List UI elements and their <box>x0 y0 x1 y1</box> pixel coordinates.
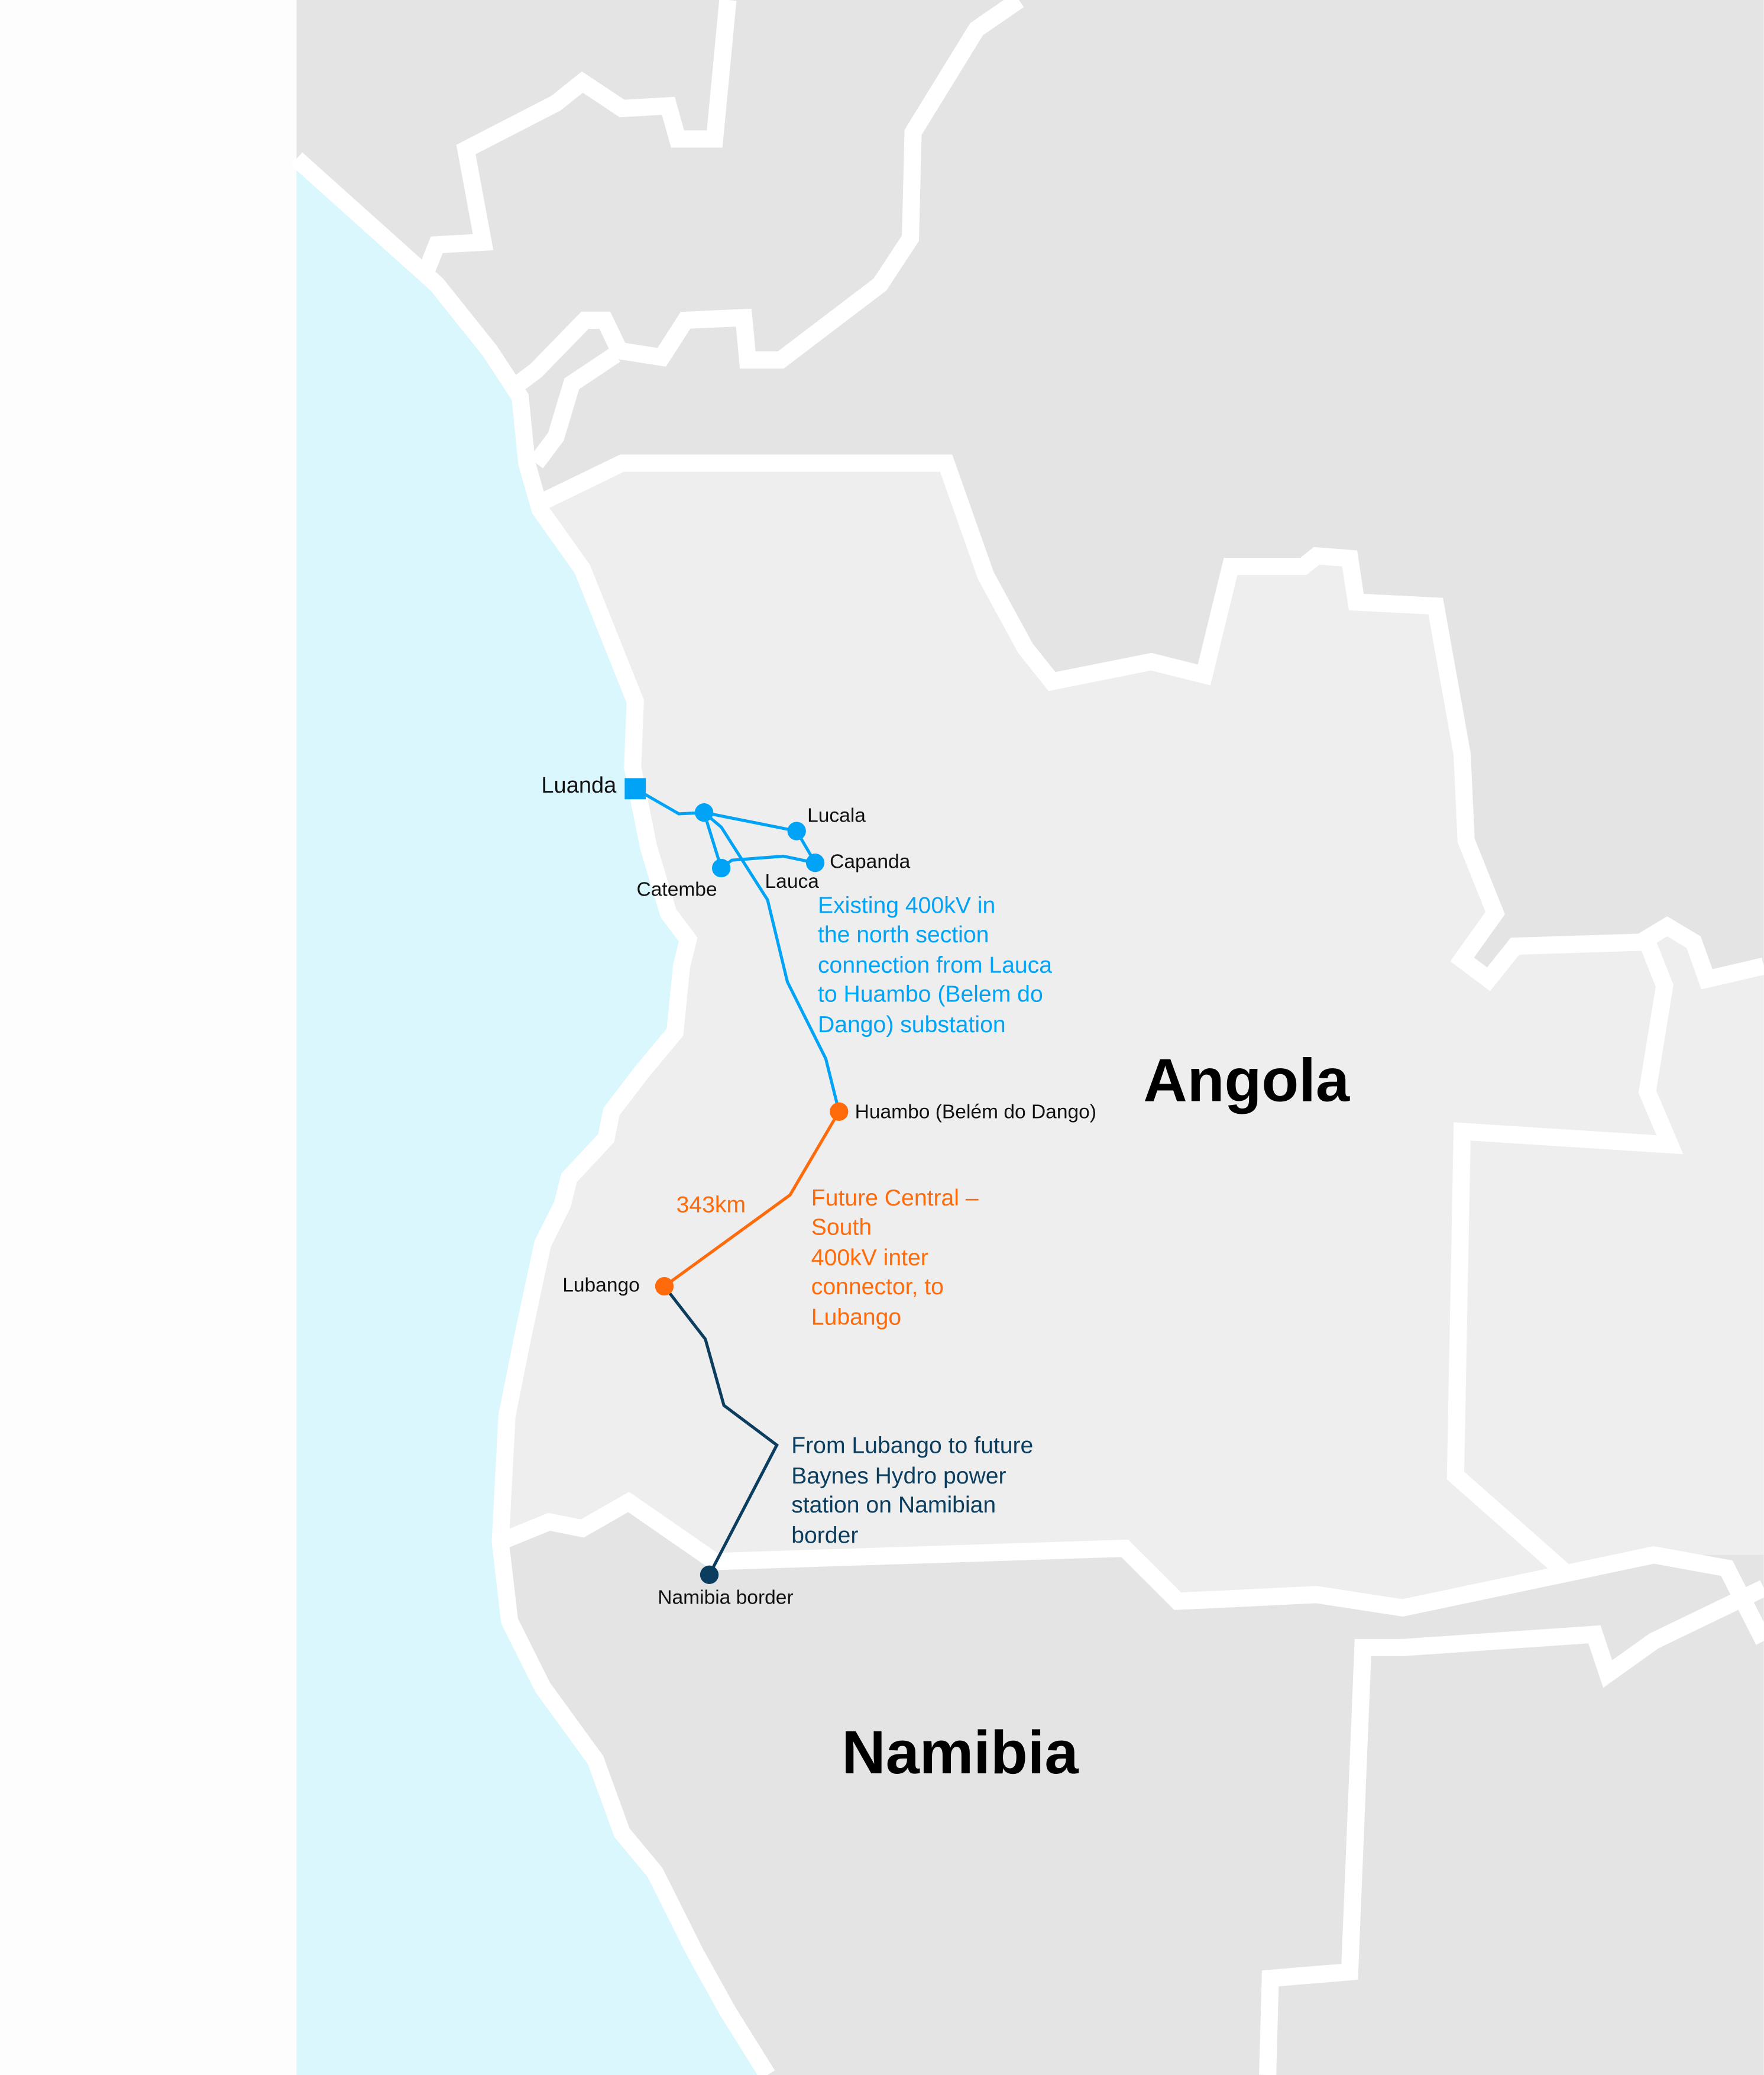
lucala-label: Lucala <box>807 804 866 826</box>
namibia-border-label: Namibia border <box>658 1587 793 1609</box>
huambo-label: Huambo (Belém do Dango) <box>855 1101 1096 1123</box>
distance-label: 343km <box>677 1192 746 1217</box>
capanda-label: Capanda <box>830 851 911 873</box>
junction-node-marker[interactable] <box>694 803 714 822</box>
lauca-label: Lauca <box>765 871 820 893</box>
lubango-namibia-line <box>663 1285 779 1576</box>
future-central-south-line <box>663 1110 841 1288</box>
borders <box>290 0 1764 2075</box>
huambo-marker[interactable] <box>830 1102 849 1121</box>
namibia-country-label: Namibia <box>841 1718 1079 1786</box>
line-node-catembe <box>703 812 723 869</box>
catembe-label: Catembe <box>636 879 717 901</box>
catembe-marker[interactable] <box>712 858 731 878</box>
line-lauca-huambo <box>703 811 841 1112</box>
future-line-annotation: Future Central – South 400kV inter conne… <box>811 1185 985 1330</box>
angola-territory <box>500 463 1764 1608</box>
page-margin <box>0 0 297 2075</box>
capanda-marker[interactable] <box>805 854 825 872</box>
luanda-marker[interactable] <box>624 778 646 800</box>
lubango-marker[interactable] <box>655 1276 674 1296</box>
lubango-label: Lubango <box>562 1275 640 1297</box>
angola-country-label: Angola <box>1143 1046 1349 1114</box>
sea <box>296 159 768 2075</box>
line-node-lucala <box>704 811 797 833</box>
namibia-border-marker[interactable] <box>700 1565 719 1584</box>
existing-line-annotation: Existing 400kV in the north section conn… <box>818 893 1059 1038</box>
luanda-label: Luanda <box>541 773 617 798</box>
namibia-line-annotation: From Lubango to future Baynes Hydro powe… <box>791 1433 1040 1548</box>
lucala-marker[interactable] <box>787 822 806 841</box>
